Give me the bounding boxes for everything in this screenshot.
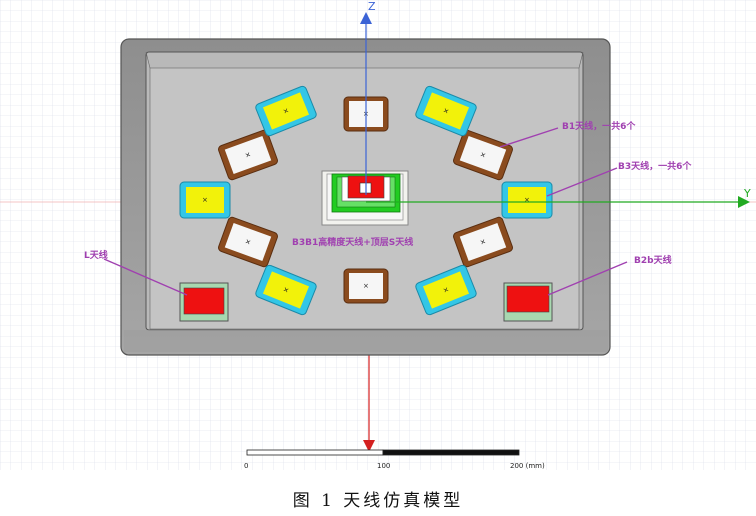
scale-tick-200: 200 (mm) — [510, 462, 545, 470]
b1-antenna-upper-right[interactable]: × — [452, 129, 513, 181]
figure-caption: 图 1 天线仿真模型 — [292, 491, 464, 511]
annotation-center: B3B1高精度天线+顶层S天线 — [292, 236, 413, 248]
b3-antenna-bottom-right[interactable]: × — [415, 264, 478, 316]
svg-text:×: × — [282, 106, 290, 116]
b3-antenna-top-right[interactable]: × — [415, 85, 478, 137]
b1-antenna-lower-right[interactable]: × — [452, 216, 513, 268]
b3-antenna-top-left[interactable]: × — [255, 85, 318, 137]
svg-text:×: × — [202, 196, 208, 204]
b1-antenna-bottom[interactable]: × — [343, 268, 389, 304]
scale-tick-0: 0 — [244, 462, 248, 470]
svg-text:×: × — [442, 285, 450, 295]
center-stacked-antenna[interactable] — [321, 170, 409, 226]
y-axis-label: Y — [743, 187, 751, 200]
simulation-viewport[interactable]: × × × × × × × × × — [0, 0, 756, 470]
scale-bar: 0 100 200 (mm) — [244, 449, 545, 470]
annotation-l: L天线 — [84, 249, 108, 261]
b2b-antenna[interactable] — [503, 282, 553, 322]
z-axis-label: Z — [368, 0, 376, 13]
scale-tick-100: 100 — [377, 462, 390, 470]
svg-text:×: × — [479, 237, 487, 247]
svg-text:×: × — [244, 237, 252, 247]
annotation-leaders — [103, 127, 628, 296]
svg-text:×: × — [479, 150, 487, 160]
annotation-b2b: B2b天线 — [634, 254, 672, 266]
b1-antenna-upper-left[interactable]: × — [217, 129, 278, 181]
b3-antenna-right[interactable]: × — [501, 181, 553, 219]
annotation-b1: B1天线，一共6个 — [562, 120, 636, 132]
svg-text:×: × — [244, 150, 252, 160]
z-axis-arrow — [360, 12, 372, 24]
svg-text:×: × — [282, 285, 290, 295]
b3-antenna-bottom-left[interactable]: × — [255, 264, 318, 316]
svg-text:×: × — [524, 196, 530, 204]
annotation-b3: B3天线，一共6个 — [618, 160, 692, 172]
svg-text:×: × — [363, 282, 369, 290]
svg-text:×: × — [442, 106, 450, 116]
y-axis-arrow — [738, 196, 750, 208]
b1-antenna-lower-left[interactable]: × — [217, 216, 278, 268]
l-antenna[interactable] — [179, 282, 229, 322]
b3-antenna-left[interactable]: × — [179, 181, 231, 219]
x-axis-arrow — [363, 440, 375, 452]
